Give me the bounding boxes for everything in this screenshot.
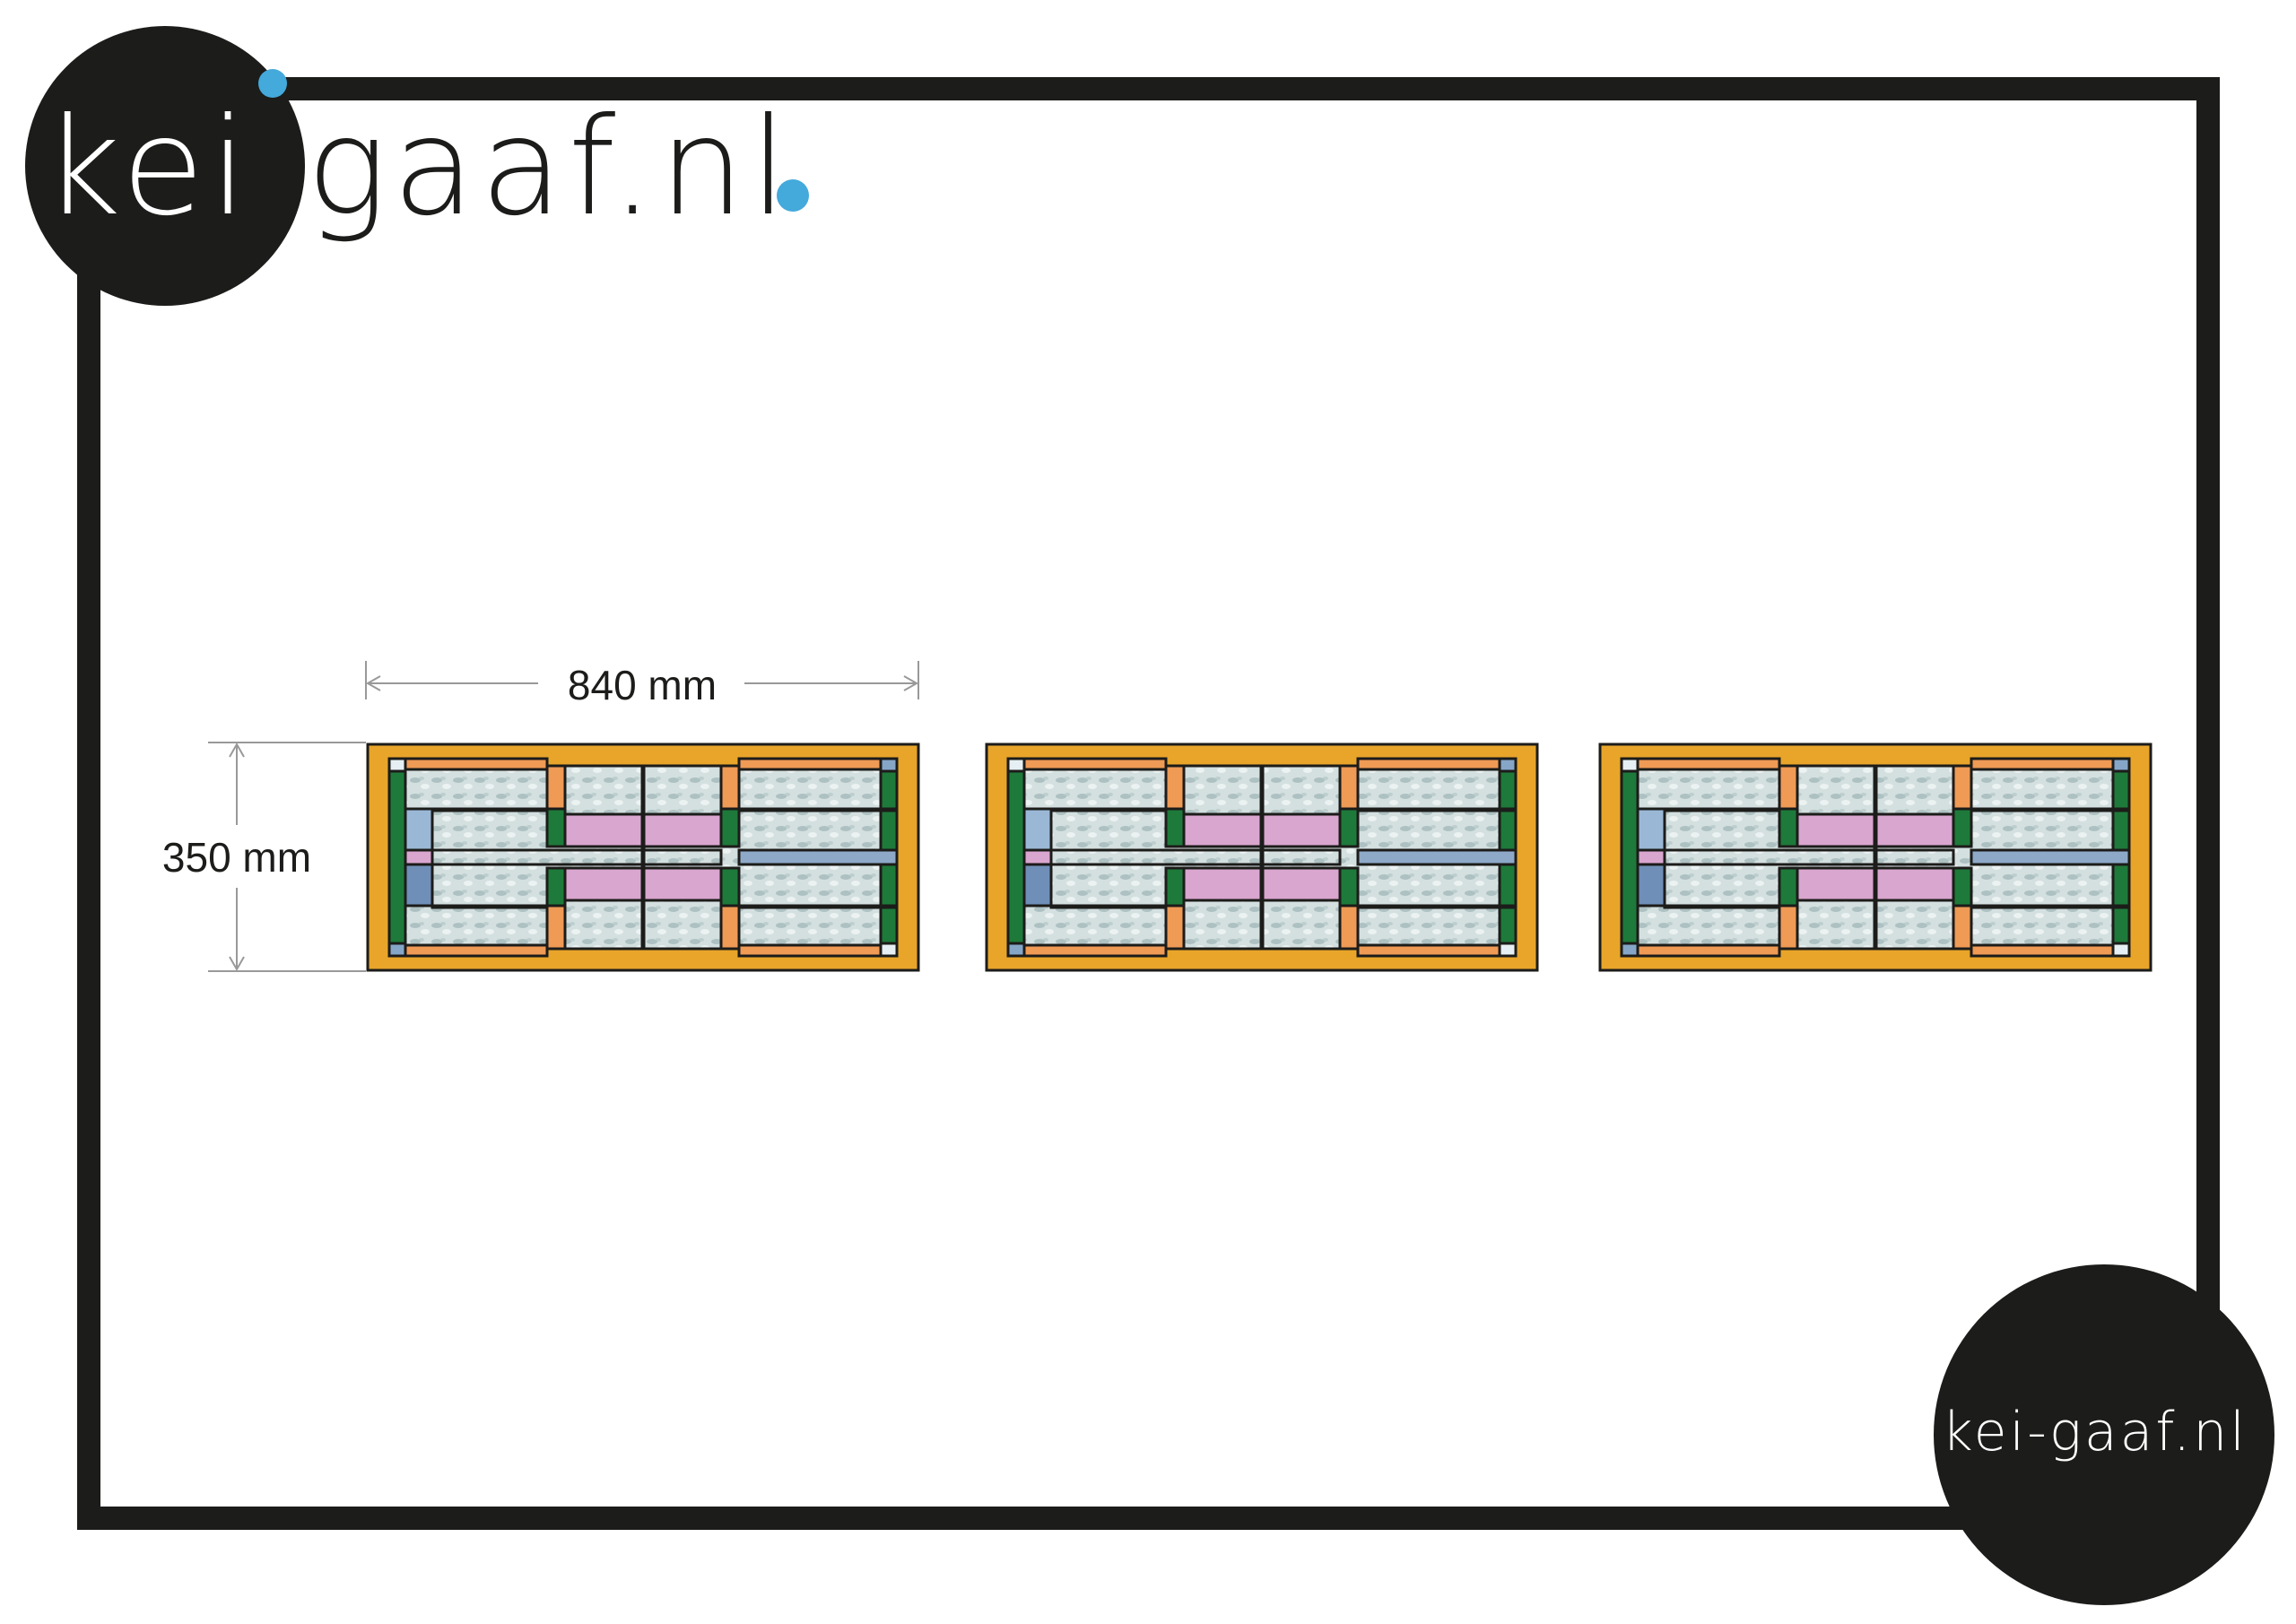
blue-stripe — [1970, 848, 2131, 866]
orange-band — [387, 757, 549, 771]
corner-square — [387, 942, 407, 958]
green-accent — [719, 807, 741, 848]
corner-square — [1620, 942, 1639, 958]
lead-line — [430, 904, 549, 909]
corner-square — [1006, 942, 1026, 958]
orange-band — [1356, 757, 1518, 771]
green-accent — [719, 866, 741, 908]
logo-circle-top — [25, 26, 305, 306]
green-accent — [1338, 866, 1360, 908]
orange-band — [1620, 943, 1781, 958]
blue-pane — [1636, 863, 1666, 908]
lead-line — [737, 807, 899, 812]
orange-band — [1620, 757, 1781, 771]
logo-dot-icon — [777, 179, 809, 212]
lead-line — [1049, 807, 1168, 812]
corner-square — [2111, 757, 2131, 773]
orange-band — [1356, 943, 1518, 958]
green-accent — [1778, 807, 1799, 848]
green-accent — [1952, 807, 1973, 848]
pink-pane — [404, 848, 434, 866]
corner-square — [2111, 942, 2131, 958]
orange-band — [737, 943, 899, 958]
clear-bar — [1663, 848, 1955, 866]
orange-band — [1970, 757, 2131, 771]
green-accent — [1338, 807, 1360, 848]
stained-glass-panel — [985, 743, 1539, 972]
corner-square — [387, 757, 407, 773]
green-accent — [1952, 866, 1973, 908]
lead-line — [1356, 807, 1518, 812]
panels-group — [366, 743, 2152, 972]
stained-glass-panel — [366, 743, 920, 972]
lead-line — [1970, 807, 2131, 812]
pink-pane — [1636, 848, 1666, 866]
lead-line — [430, 807, 549, 812]
logo-part-nl: .nl — [611, 90, 793, 246]
lead-line — [1049, 904, 1168, 909]
lead-line — [1970, 904, 2131, 909]
blue-pane — [404, 863, 434, 908]
logo-circle-bottom — [1934, 1264, 2274, 1605]
logo-dot-icon — [258, 69, 287, 98]
green-accent — [545, 866, 567, 908]
green-accent — [1164, 866, 1186, 908]
orange-band — [387, 943, 549, 958]
blue-pane — [1022, 863, 1053, 908]
lead-line — [1873, 764, 1878, 951]
clear-bar — [1049, 848, 1342, 866]
green-accent — [1778, 866, 1799, 908]
logo-part-gaaf: -gaaf — [252, 90, 612, 246]
orange-band — [1006, 943, 1168, 958]
orange-band — [1006, 757, 1168, 771]
corner-square — [1498, 942, 1518, 958]
green-bar — [1620, 768, 1639, 947]
green-bar — [1006, 768, 1026, 947]
orange-band — [1970, 943, 2131, 958]
lead-line — [1663, 807, 1781, 812]
width-dimension: 840 mm — [365, 661, 919, 708]
height-label: 350 mm — [162, 834, 311, 881]
blue-pane — [1022, 807, 1053, 852]
blue-stripe — [737, 848, 899, 866]
corner-square — [1498, 757, 1518, 773]
orange-band — [737, 757, 899, 771]
lead-line — [737, 904, 899, 909]
corner-square — [879, 757, 899, 773]
logo-wordmark-top: kei-gaaf.nl — [43, 100, 793, 235]
clear-bar — [430, 848, 723, 866]
width-label: 840 mm — [568, 662, 717, 708]
lead-line — [1259, 764, 1265, 951]
logo-wordmark-bottom: kei-gaaf.nl — [1942, 1401, 2248, 1463]
corner-square — [1006, 757, 1026, 773]
pink-pane — [1022, 848, 1053, 866]
height-dimension: 350 mm — [162, 742, 366, 972]
corner-square — [879, 942, 899, 958]
blue-stripe — [1356, 848, 1518, 866]
blue-pane — [404, 807, 434, 852]
green-bar — [387, 768, 407, 947]
logo-part-kei: kei — [43, 90, 253, 246]
corner-square — [1620, 757, 1639, 773]
page-frame — [77, 77, 2220, 1530]
lead-line — [1663, 904, 1781, 909]
lead-line — [1356, 904, 1518, 909]
stained-glass-panel — [1598, 743, 2152, 972]
green-accent — [545, 807, 567, 848]
green-accent — [1164, 807, 1186, 848]
blue-pane — [1636, 807, 1666, 852]
lead-line — [640, 764, 646, 951]
